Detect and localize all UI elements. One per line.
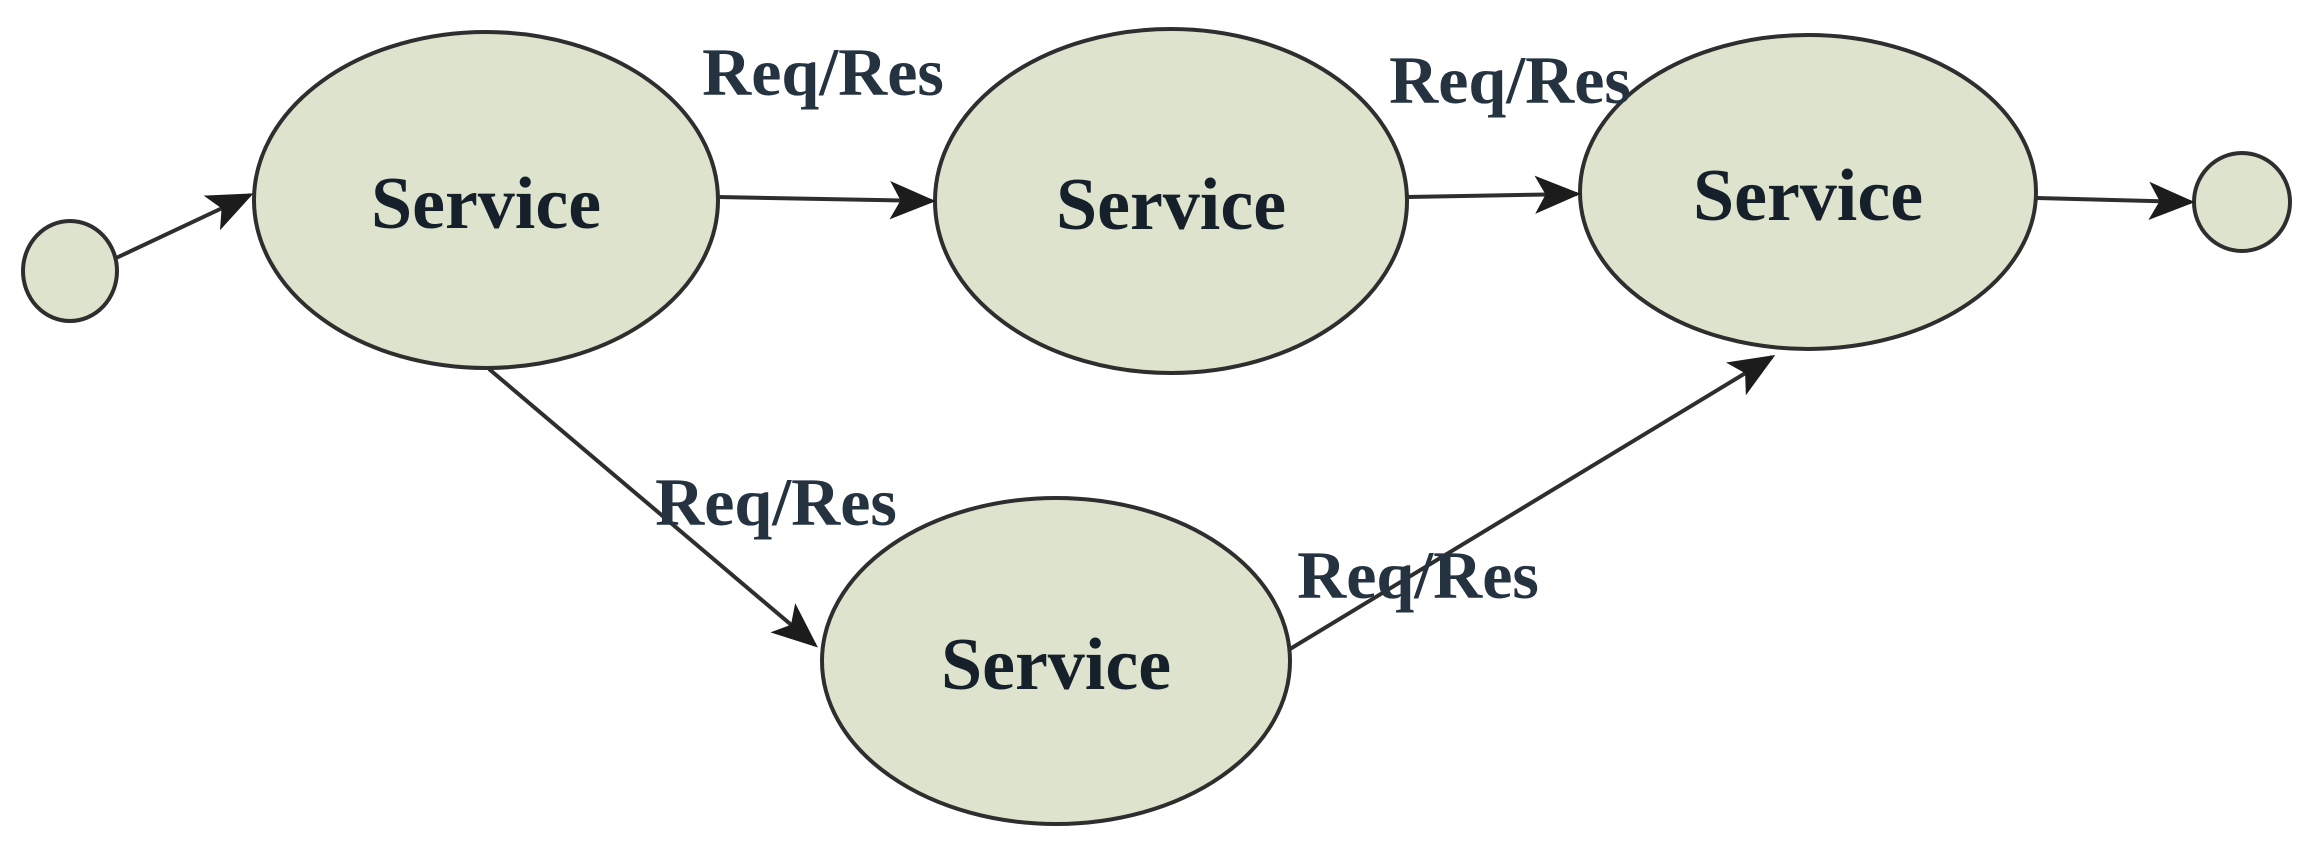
edge-label-service1-service2: Req/Res [702,34,944,110]
end-node [2192,151,2292,253]
edge-service3-to-end [2036,181,2195,221]
edge-start-to-service1 [113,193,254,261]
edge-service4-to-service3 [1288,355,1776,651]
edge-service1-to-service4 [487,367,818,648]
edge-label-service2-service3: Req/Res [1389,42,1631,118]
edge-label-service4-service3: Req/Res [1297,537,1539,613]
service-node-2-label: Service [1056,164,1286,246]
service-node-3-label: Service [1693,155,1923,237]
edge-service2-to-service3 [1406,175,1581,214]
start-node [21,219,119,323]
service-node-1 [252,30,720,370]
edge-label-service1-service4: Req/Res [655,464,897,540]
edge-service1-to-service2 [717,181,936,220]
service-node-4 [820,496,1292,826]
service-node-1-label: Service [371,163,601,245]
service-node-4-label: Service [941,624,1171,706]
